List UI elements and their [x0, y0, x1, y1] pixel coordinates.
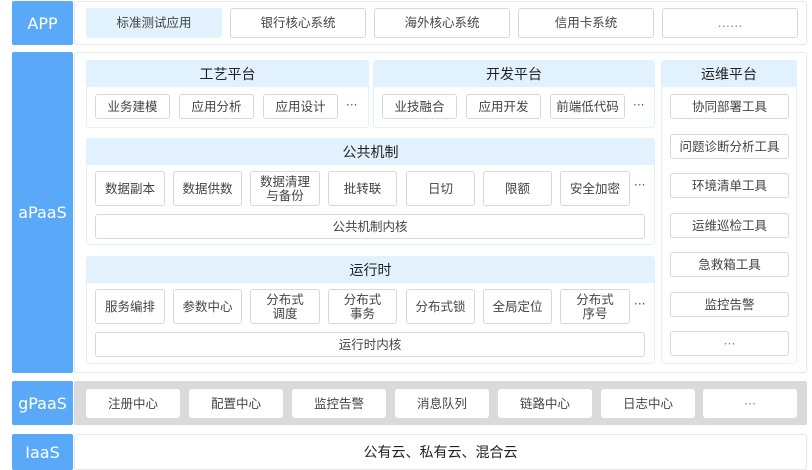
ops-item: 急救箱工具 [670, 252, 789, 277]
runtime-item: 服务编排 [95, 289, 165, 324]
ops-item: 监控告警 [670, 292, 789, 317]
runtime-item: 参数中心 [173, 289, 242, 324]
app-item: 标准测试应用 [86, 8, 222, 38]
app-item-more: …… [662, 8, 798, 38]
dev-item: 应用开发 [466, 94, 541, 119]
common-kernel: 公共机制内核 [95, 214, 645, 239]
runtime-item: 分布式 序号 [560, 289, 630, 324]
common-item: 批转联 [328, 171, 397, 206]
common-item: 安全加密 [560, 171, 630, 206]
craft-more: ··· [346, 98, 358, 112]
runtime-item: 分布式 事务 [328, 289, 397, 324]
runtime-kernel: 运行时内核 [95, 332, 645, 357]
gpaas-item: 监控告警 [292, 389, 386, 418]
dev-item: 业技融合 [382, 94, 457, 119]
layer-label-iaas: IaaS [12, 434, 73, 470]
dev-platform-title: 开发平台 [374, 61, 654, 87]
app-item: 银行核心系统 [230, 8, 366, 38]
ops-platform-title: 运维平台 [662, 61, 796, 87]
dev-item: 前端低代码 [550, 94, 625, 119]
common-item: 限额 [483, 171, 552, 206]
gpaas-item: 日志中心 [601, 389, 695, 418]
craft-item: 应用设计 [263, 94, 338, 119]
ops-item: 环境清单工具 [670, 173, 789, 198]
iaas-row: 公有云、私有云、混合云 [74, 434, 807, 470]
common-mechanism-title: 公共机制 [87, 139, 654, 165]
dev-more: ··· [633, 98, 645, 112]
runtime-title: 运行时 [87, 257, 654, 283]
runtime-more: ··· [634, 297, 646, 311]
common-item: 数据供数 [173, 171, 242, 206]
common-item: 日切 [406, 171, 475, 206]
gpaas-item: 配置中心 [189, 389, 283, 418]
ops-item: 协同部署工具 [670, 94, 789, 119]
craft-platform-title: 工艺平台 [87, 61, 368, 87]
ops-item: 问题诊断分析工具 [670, 134, 789, 159]
craft-item: 应用分析 [179, 94, 254, 119]
layer-label-app: APP [12, 1, 73, 45]
layer-label-gpaas: gPaaS [12, 381, 73, 425]
app-item: 信用卡系统 [518, 8, 654, 38]
runtime-item: 分布式锁 [406, 289, 475, 324]
common-item: 数据清理 与备份 [250, 171, 320, 206]
app-item: 海外核心系统 [374, 8, 510, 38]
common-more: ··· [634, 178, 646, 192]
gpaas-item: 链路中心 [498, 389, 592, 418]
gpaas-item: 消息队列 [395, 389, 489, 418]
gpaas-item-more: ··· [703, 389, 797, 418]
ops-item: 运维巡检工具 [670, 213, 789, 238]
ops-item-more: ··· [670, 331, 789, 356]
gpaas-item: 注册中心 [86, 389, 180, 418]
layer-label-apaas: aPaaS [12, 52, 73, 373]
runtime-item: 分布式 调度 [250, 289, 320, 324]
craft-item: 业务建模 [95, 94, 170, 119]
runtime-item: 全局定位 [483, 289, 552, 324]
common-item: 数据副本 [95, 171, 165, 206]
